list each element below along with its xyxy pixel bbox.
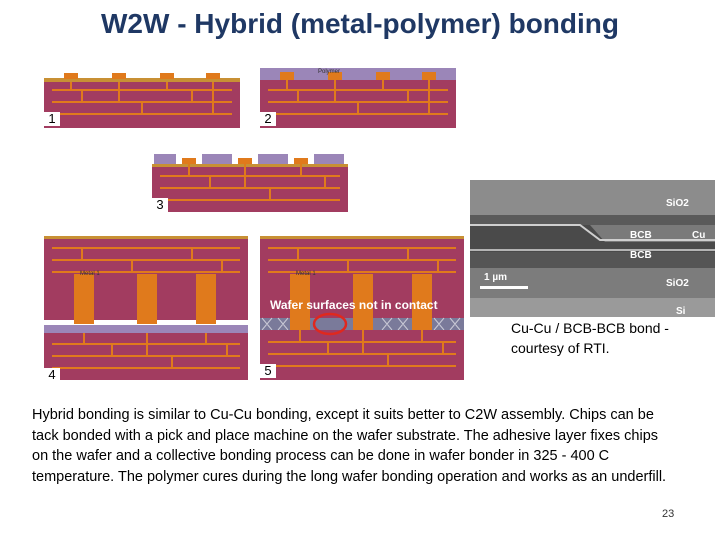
step-number: 5: [260, 364, 276, 378]
process-step-4-diagram: Metal 1 4: [42, 232, 250, 382]
sem-cross-section-image: SiO2 BCB Cu BCB SiO2 Si 1 µm: [470, 180, 715, 317]
sem-label-cu: Cu: [692, 230, 706, 241]
process-step-5-diagram: Metal 1 5: [258, 232, 466, 382]
sem-label-sio2-bottom: SiO2: [666, 278, 689, 289]
sem-label-bcb-top: BCB: [630, 230, 652, 241]
polymer-label: Polymer: [318, 69, 341, 75]
step-number: 3: [152, 198, 168, 212]
slide-title: W2W - Hybrid (metal-polymer) bonding: [101, 8, 619, 39]
step-number: 4: [44, 368, 60, 382]
page-number: 23: [662, 508, 675, 520]
metal-1-label: Metal 1: [80, 271, 100, 277]
process-step-3-diagram: 3: [150, 152, 350, 214]
sem-label-si: Si: [676, 306, 686, 317]
description-paragraph: Hybrid bonding is similar to Cu-Cu bondi…: [32, 407, 667, 485]
sem-label-bcb-bottom: BCB: [630, 250, 652, 261]
sem-label-sio2-top: SiO2: [666, 198, 689, 209]
process-step-1-diagram: 1: [42, 68, 242, 130]
step-number: 2: [260, 112, 276, 126]
sem-caption: Cu-Cu / BCB-BCB bond - courtesy of RTI.: [511, 320, 669, 356]
step-number: 1: [44, 112, 60, 126]
metal-1-label: Metal 1: [296, 271, 316, 277]
scale-bar-label: 1 µm: [484, 272, 507, 283]
contact-note: Wafer surfaces not in contact: [270, 298, 438, 312]
process-step-2-diagram: Polymer 2: [258, 68, 458, 130]
